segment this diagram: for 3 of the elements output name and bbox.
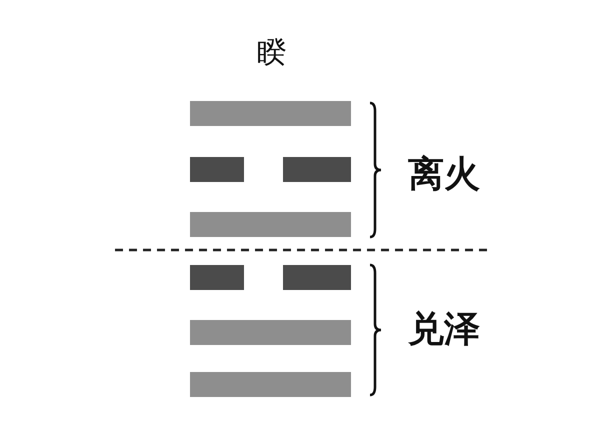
- trigram-label: 离火: [408, 153, 480, 197]
- trigram-label: 兑泽: [408, 308, 480, 352]
- title: 睽: [257, 34, 287, 72]
